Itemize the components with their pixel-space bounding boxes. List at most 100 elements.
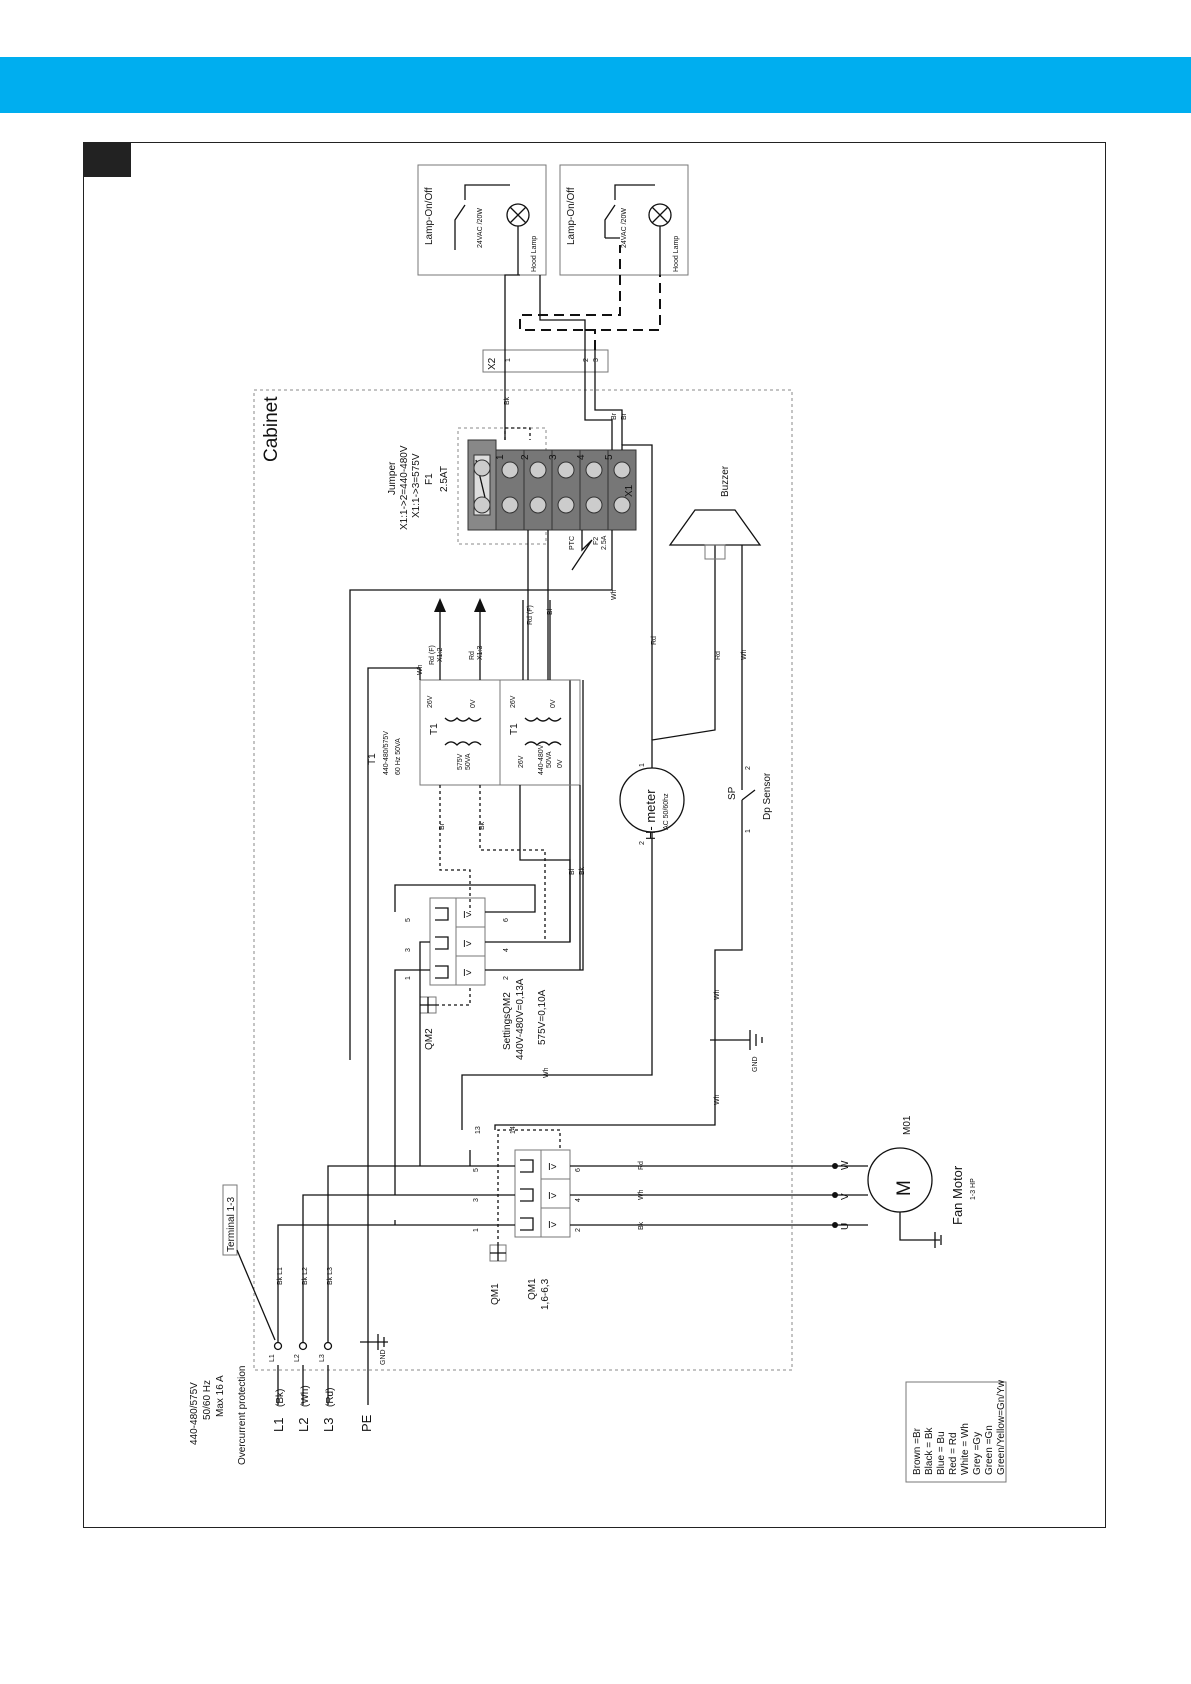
svg-text:Rd (F): Rd (F): [527, 605, 534, 625]
svg-text:Rd (F): Rd (F): [429, 645, 436, 665]
supply-max-current: Max 16 A: [215, 1375, 226, 1417]
motor-id: M01: [902, 1115, 913, 1135]
svg-text:3: 3: [548, 454, 559, 460]
svg-text:I>: I>: [463, 910, 472, 921]
svg-text:T1: T1: [429, 723, 440, 735]
svg-text:14: 14: [510, 1126, 517, 1134]
svg-text:575V: 575V: [457, 753, 464, 770]
svg-text:Black = Bk: Black = Bk: [924, 1426, 935, 1475]
qm1-breaker: I> I> I> QM1 QM1 1,6-6,3 1 3 5 13 2 4 6 …: [473, 1126, 835, 1310]
x1-terminal-block: 1 2 3 4 5 Jumper X1:1->2=440-480V X1:1->…: [349, 427, 658, 1060]
svg-text:X1:3: X1:3: [477, 645, 484, 660]
svg-text:Wh: Wh: [611, 589, 618, 600]
svg-text:2: 2: [639, 841, 646, 845]
lamp-link-dashed-1: [519, 245, 621, 350]
qm1-label: QM1: [490, 1283, 501, 1305]
qm2-breaker: I> I> I> QM2 SettingsQM2 440V-480V=0,13A…: [394, 680, 584, 1225]
svg-text:L3: L3: [319, 1354, 326, 1362]
svg-text:1: 1: [495, 454, 506, 460]
line-l2-color: (Wh): [300, 1385, 311, 1407]
svg-text:Hood Lamp: Hood Lamp: [531, 236, 538, 272]
svg-text:5: 5: [473, 1168, 480, 1172]
svg-text:1,6-6,3: 1,6-6,3: [540, 1278, 551, 1310]
svg-text:440V-480V=0,13A: 440V-480V=0,13A: [515, 978, 526, 1060]
buzzer: Buzzer: [668, 465, 762, 560]
svg-text:Rd: Rd: [638, 1161, 645, 1170]
svg-text:2.5AT: 2.5AT: [439, 466, 450, 492]
svg-text:T1: T1: [367, 753, 378, 765]
svg-text:50VA: 50VA: [546, 751, 553, 768]
svg-text:24VAC /20W: 24VAC /20W: [477, 208, 484, 248]
x2-terminal: X2 1 2 3 Bk Br Br: [482, 349, 628, 450]
buzzer-label: Buzzer: [720, 465, 731, 497]
sp-label: SP: [727, 786, 738, 800]
svg-text:GND: GND: [380, 1349, 387, 1365]
svg-text:I>: I>: [463, 939, 472, 950]
terminal-tag: [222, 1184, 238, 1256]
lamp-link-dashed-2: [585, 275, 661, 331]
svg-text:Rd: Rd: [469, 651, 476, 660]
supply-protection: Overcurrent protection: [237, 1366, 248, 1466]
svg-text:Green/Yellow=Gn/Yw: Green/Yellow=Gn/Yw: [996, 1379, 1007, 1475]
svg-text:2: 2: [745, 766, 752, 770]
x2-label: X2: [487, 357, 498, 370]
svg-text:2: 2: [520, 454, 531, 460]
svg-text:5: 5: [405, 918, 412, 922]
svg-text:Bk L1: Bk L1: [277, 1267, 284, 1285]
svg-text:Br: Br: [611, 412, 618, 420]
svg-text:L1: L1: [269, 1354, 276, 1362]
svg-text:Bl: Bl: [569, 868, 576, 875]
svg-text:3: 3: [405, 948, 412, 952]
svg-text:SettingsQM2: SettingsQM2: [502, 992, 513, 1050]
svg-text:Br: Br: [439, 822, 446, 830]
line-l1-label: L1: [271, 1418, 286, 1432]
svg-text:1: 1: [745, 829, 752, 833]
svg-text:Lamp-On/Off: Lamp-On/Off: [424, 187, 435, 245]
svg-text:I>: I>: [548, 1220, 557, 1231]
line-l2-label: L2: [296, 1418, 311, 1432]
x1-label: X1: [624, 484, 635, 497]
lamp-1: Lamp-On/Off 24VAC /20W Hood Lamp: [417, 164, 586, 350]
drawing-frame: [83, 142, 1106, 1528]
svg-text:24VAC /20W: 24VAC /20W: [621, 208, 628, 248]
svg-text:2.5A: 2.5A: [601, 535, 608, 550]
line-l3-label: L3: [321, 1418, 336, 1432]
svg-text:GND: GND: [752, 1056, 759, 1072]
svg-text:4: 4: [576, 454, 587, 460]
t1-outputs: Rd (F) X1:2 Rd X1:3: [429, 598, 486, 665]
svg-text:Hood Lamp: Hood Lamp: [673, 236, 680, 272]
svg-text:3: 3: [593, 358, 600, 362]
svg-text:X1:1->2=440-480V: X1:1->2=440-480V: [399, 445, 410, 530]
svg-text:26V: 26V: [518, 755, 525, 768]
term-l3: [323, 1341, 333, 1351]
term-l1: [273, 1341, 283, 1351]
svg-text:0V: 0V: [470, 699, 477, 708]
svg-text:PTC: PTC: [569, 536, 576, 550]
svg-text:White = Wh: White = Wh: [960, 1423, 971, 1475]
svg-text:V: V: [840, 1193, 851, 1200]
transformer-t1: T1 440-480/575V 60 Hz 50VA T1 T1 575V 50…: [367, 600, 586, 970]
svg-text:Red = Rd: Red = Rd: [948, 1432, 959, 1475]
svg-text:QM1: QM1: [527, 1278, 538, 1300]
svg-text:440-480V: 440-480V: [538, 744, 545, 775]
svg-text:Bk: Bk: [504, 396, 511, 405]
svg-text:Lamp-On/Off: Lamp-On/Off: [566, 187, 577, 245]
svg-text:575V=0,10A: 575V=0,10A: [537, 989, 548, 1045]
motor-name: Fan Motor: [950, 1165, 965, 1225]
svg-text:13: 13: [475, 1126, 482, 1134]
svg-text:440-480/575V: 440-480/575V: [383, 731, 390, 775]
svg-text:Bk L2: Bk L2: [302, 1267, 309, 1285]
svg-text:60 Hz 50VA: 60 Hz 50VA: [395, 738, 402, 775]
line-l3-color: (Rd): [325, 1388, 336, 1407]
svg-text:Rd: Rd: [715, 651, 722, 660]
svg-text:6: 6: [503, 918, 510, 922]
svg-text:Brown =Br: Brown =Br: [912, 1427, 923, 1475]
svg-text:0V: 0V: [557, 759, 564, 768]
svg-text:26V: 26V: [427, 695, 434, 708]
svg-text:1: 1: [405, 976, 412, 980]
svg-text:Rd: Rd: [651, 636, 658, 645]
svg-text:50VA: 50VA: [465, 753, 472, 770]
svg-text:6: 6: [575, 1168, 582, 1172]
svg-text:Bk: Bk: [638, 1221, 645, 1230]
svg-text:L2: L2: [294, 1354, 301, 1362]
